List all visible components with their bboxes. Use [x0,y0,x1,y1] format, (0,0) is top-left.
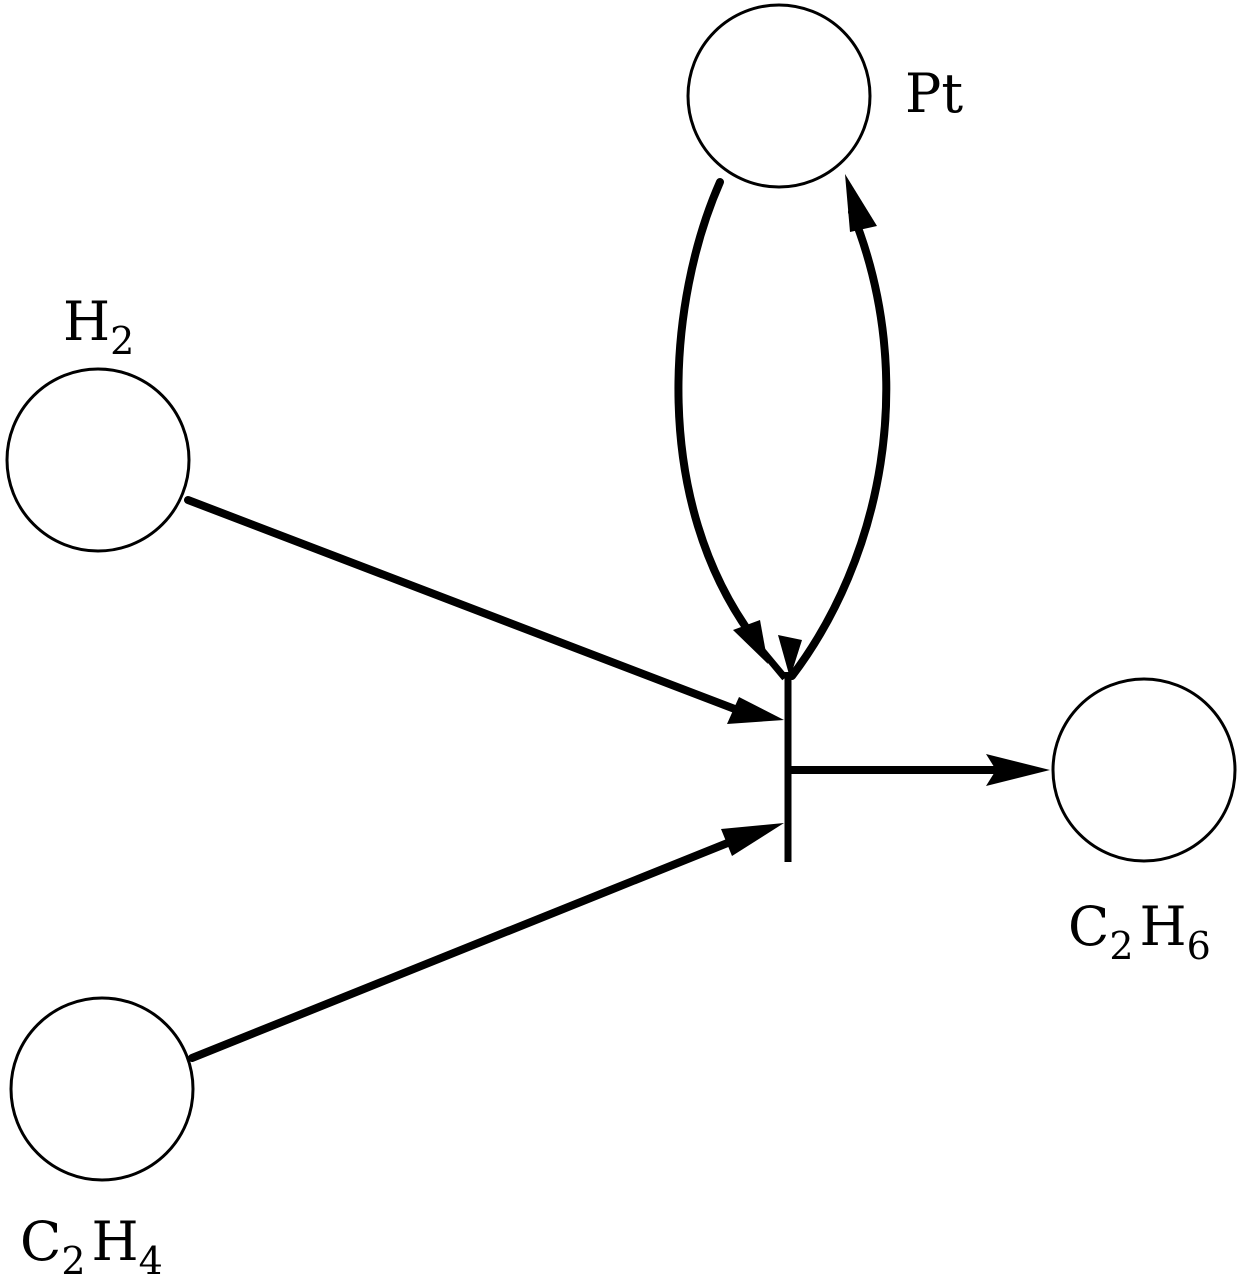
label-c2h6-sub2: 6 [1187,924,1211,968]
label-h2: H2 [63,290,134,363]
place-c2h6 [1051,677,1237,863]
arrowhead-into-transition [778,635,802,678]
label-c2h4-sub2: 4 [139,1239,163,1277]
label-c2h6-sub1: 2 [1109,924,1133,968]
label-c2h4-sub1: 2 [61,1239,85,1277]
arc-pt-to-transition [674,178,759,644]
arc-h2-to-transition [184,496,744,715]
label-c2h6-h: H [1140,895,1187,958]
arrowhead-pt-to-transition [733,620,768,664]
arc-transition-to-pt [788,208,891,680]
arc-c2h4-to-transition [188,834,744,1062]
arrowhead-transition-to-pt [845,174,877,232]
arrowhead-h2 [727,697,784,724]
arc-pt-tip [757,645,788,681]
place-pt [686,3,872,189]
label-c2h6-c: C [1068,895,1109,958]
arrowhead-c2h6 [986,754,1050,786]
arrowhead-c2h4 [721,823,784,856]
label-h2-main: H [63,290,110,353]
place-c2h4 [9,996,195,1182]
label-h2-sub: 2 [110,319,134,363]
label-pt: Pt [905,62,963,125]
label-c2h4-h: H [92,1210,139,1273]
place-h2 [5,367,191,553]
label-c2h4-c: C [20,1210,61,1273]
